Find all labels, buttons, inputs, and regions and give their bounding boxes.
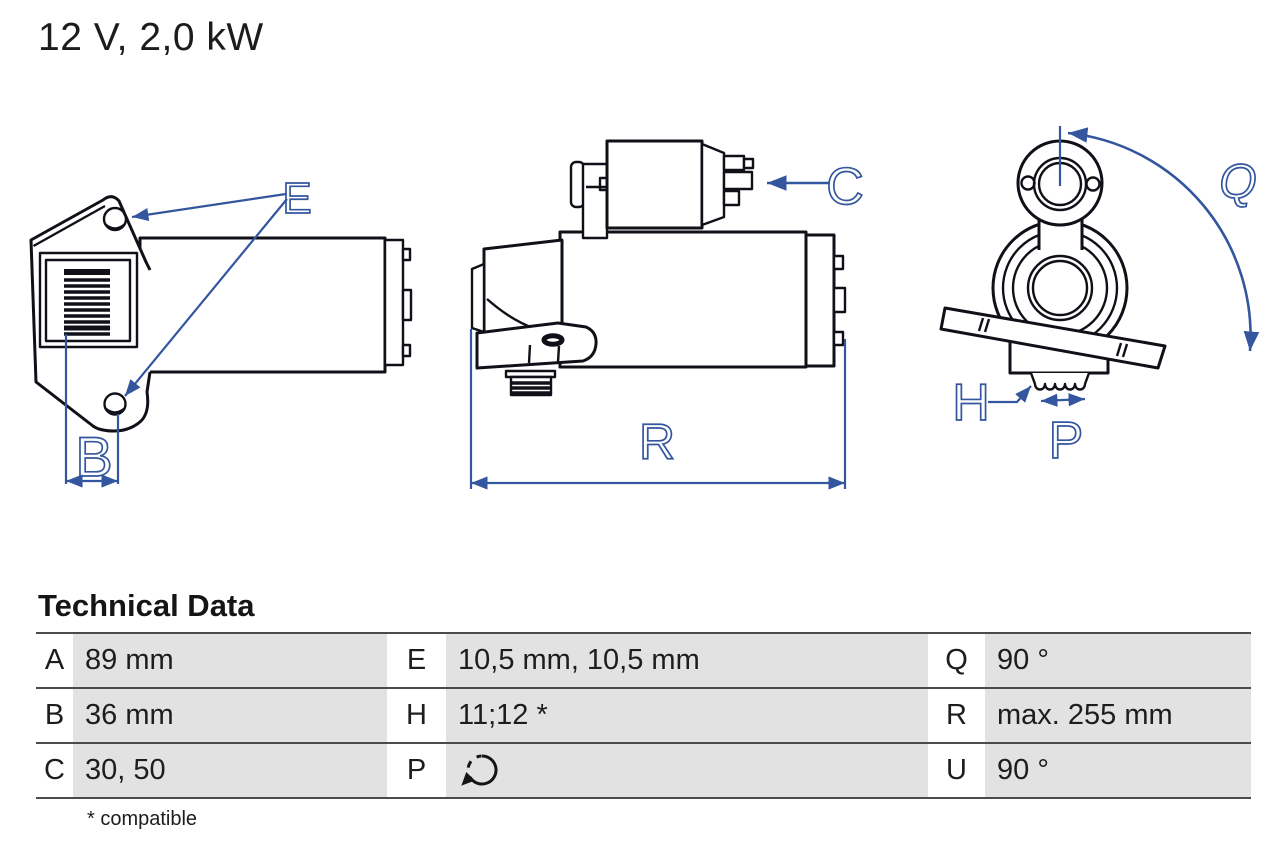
param-value: 11;12 *: [446, 689, 928, 742]
param-key: C: [36, 744, 73, 797]
table-row: A 89 mm E 10,5 mm, 10,5 mm Q 90 °: [36, 634, 1251, 689]
terminal-stud: [401, 247, 412, 262]
dimension-label-B: B: [75, 425, 112, 488]
param-key: R: [928, 689, 985, 742]
mounting-hole-top: [102, 206, 128, 232]
page-title: 12 V, 2,0 kW: [38, 16, 264, 59]
motor-body-rear: [138, 236, 387, 374]
mounting-flange-outline: [29, 195, 152, 433]
section-heading: Technical Data: [38, 588, 255, 623]
flange-hole-right: [1085, 176, 1101, 192]
end-cap-rear: [383, 238, 405, 367]
flange-hole-left: [1020, 175, 1036, 191]
param-value: 30, 50: [73, 744, 387, 797]
dimension-B: B: [64, 334, 120, 489]
front-collar: [470, 262, 486, 334]
dimension-Q: Q: [1058, 126, 1260, 352]
param-value: max. 255 mm: [985, 689, 1251, 742]
param-key: A: [36, 634, 73, 687]
solenoid-terminal: [742, 157, 755, 170]
param-key: B: [36, 689, 73, 742]
dimension-label-P: P: [1049, 412, 1084, 470]
param-value: 90 °: [985, 634, 1251, 687]
param-key: E: [387, 634, 446, 687]
dimension-P: P: [1040, 393, 1086, 471]
terminal-stud: [832, 330, 845, 347]
view-side: C R: [469, 139, 865, 490]
dimension-label-C: C: [826, 158, 864, 216]
table-footnote: * compatible: [87, 808, 198, 830]
terminal-stud: [832, 254, 845, 271]
view-drive-end: Q H P: [939, 126, 1260, 471]
view-rear: B E: [29, 173, 413, 489]
solenoid: [569, 139, 755, 240]
mounting-hole-top-chamfer: [104, 223, 126, 230]
technical-data-section: Technical Data A 89 mm E 10,5 mm, 10,5 m…: [36, 588, 1251, 831]
dimension-label-E: E: [282, 174, 311, 223]
param-value: 89 mm: [73, 634, 387, 687]
dimension-label-H: H: [952, 374, 990, 432]
table-row: C 30, 50 P U 90 °: [36, 744, 1251, 799]
terminal-block: [832, 286, 847, 314]
param-value-icon: [446, 744, 928, 797]
solenoid-terminal: [722, 170, 754, 191]
dimension-label-R: R: [639, 414, 675, 470]
mounting-bracket-side: [475, 321, 598, 370]
dimension-H: H: [951, 373, 1032, 433]
dimension-E: E: [124, 173, 313, 397]
bracket-hole: [541, 333, 565, 347]
param-key: P: [387, 744, 446, 797]
param-value: 36 mm: [73, 689, 387, 742]
dimension-R: R: [469, 329, 847, 490]
flange-edge-line: [32, 204, 106, 248]
rotation-direction-icon: [461, 754, 498, 786]
mounting-hole-bottom: [103, 392, 127, 416]
solenoid-terminal: [722, 154, 746, 172]
terminal-stud: [401, 343, 412, 358]
param-key: Q: [928, 634, 985, 687]
solenoid-bracket: [581, 162, 609, 240]
louver-grid: [64, 269, 110, 336]
solenoid-rear-cap: [700, 142, 726, 227]
dimension-C: C: [767, 157, 865, 217]
pinion-gear: [1029, 372, 1091, 391]
technical-data-table: A 89 mm E 10,5 mm, 10,5 mm Q 90 ° B 36 m…: [36, 632, 1251, 799]
param-value: 90 °: [985, 744, 1251, 797]
end-cap-side: [804, 233, 836, 368]
mounting-hole-bottom-chamfer: [104, 407, 126, 414]
param-value: 10,5 mm, 10,5 mm: [446, 634, 928, 687]
dimension-label-Q: Q: [1219, 156, 1256, 209]
table-row: B 36 mm H 11;12 * R max. 255 mm: [36, 689, 1251, 744]
starter-motor-drawing: B E: [29, 126, 1260, 490]
param-key: H: [387, 689, 446, 742]
solenoid-body: [605, 139, 704, 230]
param-key: U: [928, 744, 985, 797]
terminal-block: [401, 288, 413, 322]
solenoid-terminal: [722, 189, 741, 207]
